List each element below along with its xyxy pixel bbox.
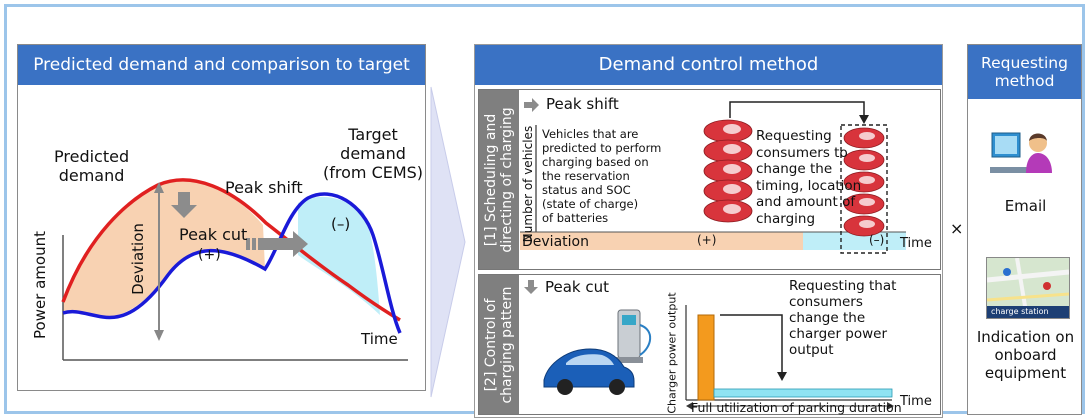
onboard-label: Indication on onboard equipment — [976, 328, 1075, 382]
request-consumers-text: Requesting consumers to change the timin… — [756, 128, 862, 227]
charging-pattern-sidebar: [2] Control of charging pattern — [479, 275, 519, 414]
peak-cut-small-arrow — [524, 280, 538, 294]
charger-screen — [622, 315, 636, 325]
deviation-band-label: Deviation — [522, 234, 589, 250]
blue-car — [543, 348, 635, 388]
charging-pattern-graphic — [524, 280, 894, 410]
blue-car-wheel-front — [557, 379, 573, 395]
deviation-band-minus — [803, 232, 906, 250]
figure-frame: Predicted demand and comparison to targe… — [4, 4, 1085, 418]
peak-cut-heading: Peak cut — [545, 278, 610, 296]
peak-shift-heading: Peak shift — [546, 95, 619, 113]
map-location-icon — [1043, 282, 1051, 290]
requesting-method-title: Requesting method — [981, 54, 1068, 90]
charger-request-arrowhead — [777, 372, 787, 381]
email-illustration — [990, 132, 1052, 173]
demand-control-panel: Demand control method [1] Scheduling and… — [474, 44, 943, 418]
shift-bracket-arrow — [729, 101, 865, 118]
charging-pattern-label: [2] Control of charging pattern — [483, 285, 515, 404]
charger-time-label: Time — [900, 394, 932, 409]
scheduling-label: [1] Scheduling and directing of charging — [483, 106, 515, 253]
flow-chevron — [430, 86, 466, 398]
predicted-demand-title: Predicted demand and comparison to targe… — [33, 55, 410, 75]
requesting-method-header: Requesting method — [968, 45, 1081, 99]
surplus-area — [298, 196, 380, 315]
y-axis-label: Power amount — [31, 231, 49, 339]
charger-y-label: Charger power output — [665, 292, 679, 414]
peak-cut-label: Peak cut — [179, 225, 248, 244]
vehicles-y-label: Number of vehicles — [521, 125, 535, 243]
predicted-demand-curve — [61, 178, 401, 322]
multiply-sign: × — [950, 219, 964, 238]
charger-output-bar — [697, 314, 715, 401]
email-desk — [990, 167, 1040, 173]
peak-cut-plus: (+) — [198, 247, 221, 263]
scheduling-graphic — [520, 98, 906, 254]
parking-duration-arrow-left — [686, 402, 693, 410]
email-label: Email — [1004, 197, 1047, 215]
predicted-demand-panel: Predicted demand and comparison to targe… — [17, 44, 426, 391]
parking-duration-arrow-right — [887, 402, 894, 410]
demand-control-header: Demand control method — [475, 45, 942, 85]
requesting-method-panel: Requesting method Email charge station — [967, 44, 1082, 415]
peak-cut-arrow — [171, 192, 197, 218]
demand-curve-chart — [61, 178, 408, 361]
onboard-map-roads — [987, 258, 1069, 318]
deviation-arrow-top — [154, 182, 164, 193]
peak-shift-small-arrow — [524, 98, 539, 112]
vehicles-description: Vehicles that are predicted to perform c… — [542, 127, 662, 225]
scheduling-section: [1] Scheduling and directing of charging — [478, 89, 941, 270]
peak-shift-arrow-stub2 — [252, 238, 256, 250]
vehicle-windows-right — [859, 132, 875, 228]
peak-shift-label: Peak shift — [225, 178, 303, 197]
vehicle-windows-left — [723, 124, 741, 214]
target-demand-label: Target demand (from CEMS) — [323, 125, 424, 182]
map-pin-icon — [1003, 268, 1011, 276]
blue-car-wheel-rear — [609, 379, 625, 395]
deviation-minus-label: (–) — [869, 233, 885, 247]
deviation-arrow-bottom — [154, 330, 164, 341]
parking-duration-label: Full utilization of parking duration — [691, 400, 902, 415]
deviation-label: Deviation — [129, 223, 147, 295]
peak-shift-arrow-stub1 — [246, 238, 250, 250]
email-person-body — [1026, 153, 1052, 173]
charger-request-text: Requesting that consumers change the cha… — [789, 278, 897, 358]
charger-request-arrow — [720, 314, 783, 375]
scheduling-time-label: Time — [900, 236, 932, 251]
charger-base — [615, 357, 643, 363]
map-station-label: charge station — [991, 307, 1049, 316]
blue-car-window — [566, 354, 614, 365]
predicted-demand-header: Predicted demand and comparison to targe… — [18, 45, 425, 85]
onboard-map: charge station — [986, 257, 1070, 319]
deviation-plus-label: (+) — [697, 233, 717, 247]
shifted-vehicles-box — [840, 124, 888, 254]
demand-control-title: Demand control method — [598, 54, 819, 75]
scheduling-sidebar: [1] Scheduling and directing of charging — [479, 90, 519, 269]
deviation-band-plus — [520, 232, 803, 250]
shift-bracket-arrowhead — [859, 115, 869, 124]
charging-pattern-section: [2] Control of charging pattern — [478, 274, 941, 415]
peak-shift-arrow — [258, 231, 308, 257]
x-axis-label: Time — [361, 330, 398, 348]
target-demand-curve — [62, 192, 402, 334]
email-monitor-screen — [995, 136, 1017, 154]
email-person-hair — [1029, 133, 1047, 141]
charger-cable — [639, 324, 652, 356]
surplus-minus: (–) — [331, 215, 351, 233]
charger-spread-band — [713, 388, 893, 398]
predicted-demand-label: Predicted demand — [54, 147, 130, 185]
deviation-area — [63, 179, 265, 318]
